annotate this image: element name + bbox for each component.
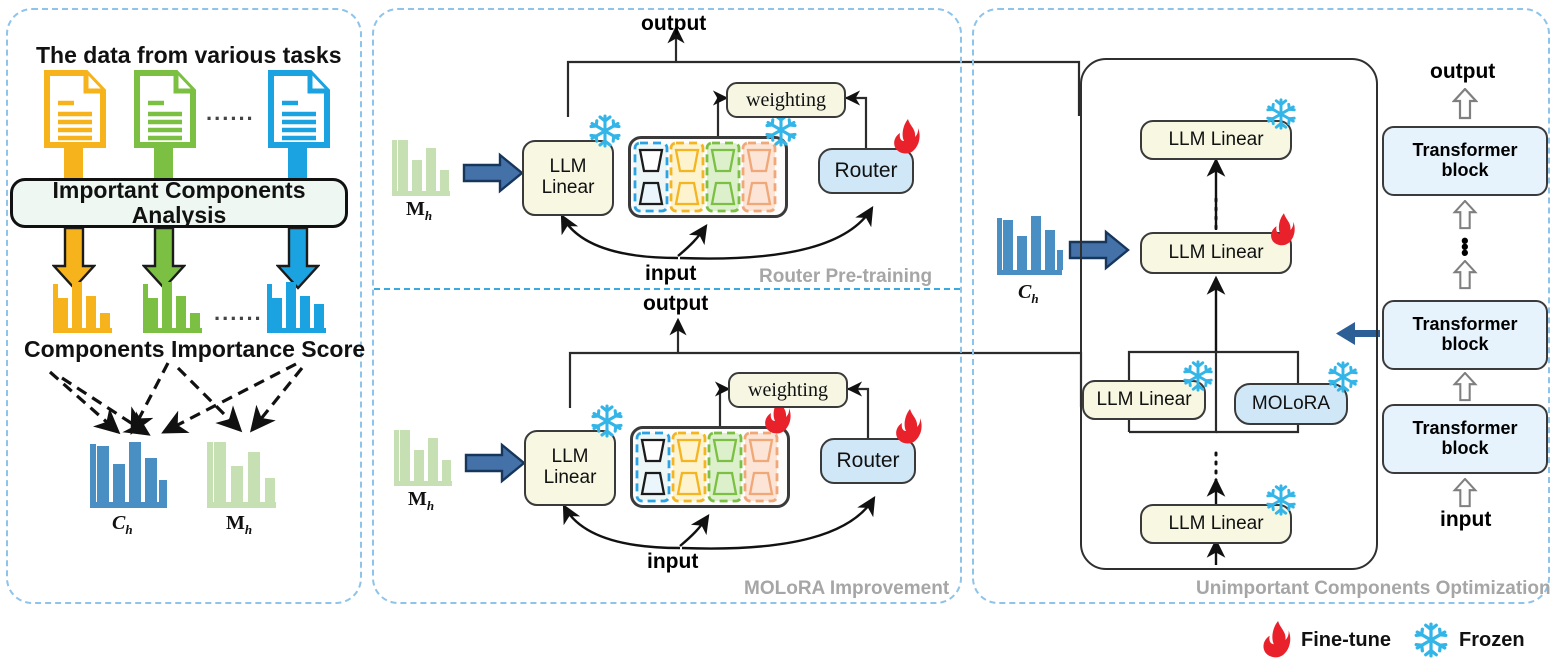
chart-ch [88,438,168,510]
flame-icon [1263,621,1291,658]
doc-stem-blue [288,145,307,179]
chart-ch-label: Ch [112,512,133,537]
mid-bottom-input-chart [392,426,454,488]
legend: Fine-tune Frozen [1262,620,1525,660]
score-chart-green [142,278,204,334]
transformer-block-top-line1: Transformer [1412,140,1518,161]
right-input-chart-label: Ch [1018,281,1039,306]
panel-data-analysis [6,8,362,604]
mid-bottom-expert-loras [635,431,779,503]
mid-bottom-llm-linear-line1: LLM [551,446,589,468]
score-chart-ellipsis: ...... [214,300,263,325]
transformer-block-bottom: Transformer block [1382,404,1548,474]
right-llm-linear-second-label: LLM Linear [1168,241,1264,263]
flame-icon [765,399,791,434]
mid-top-input-label: input [645,262,697,285]
task-doc-blue [268,70,330,148]
ica-arrow-blue [276,228,320,290]
ica-arrow-green [142,228,186,290]
mid-top-input-chart [390,136,452,198]
panel-middle [372,8,962,604]
right-llm-linear-residual-label: LLM Linear [1096,388,1192,410]
task-doc-green [134,70,196,148]
flame-icon [896,409,922,444]
right-input-chart [995,212,1063,278]
snowflake-icon [1266,484,1296,516]
mid-top-llm-linear-line2: Linear [541,177,595,198]
mid-bottom-llm-linear-line2: Linear [543,467,597,488]
mid-bottom-router-box: Router [820,438,916,484]
up-arrow-icon [1452,200,1478,230]
mid-top-llm-linear-line1: LLM [549,156,587,178]
flame-icon [1271,213,1295,246]
mid-bottom-input-label: input [647,550,699,573]
mid-bottom-panel-title: MOLoRA Improvement [744,578,950,599]
panel-right [972,8,1550,604]
middle-panel-separator [374,288,960,290]
right-llm-linear-top: LLM Linear [1140,120,1292,160]
snowflake-icon [589,114,621,148]
mid-top-router-box: Router [818,148,914,194]
chart-mh-label: Mh [226,512,253,537]
right-llm-linear-second: LLM Linear [1140,232,1292,274]
right-panel-title: Unimportant Components Optimization [1196,578,1551,599]
task-doc-yellow [44,70,106,148]
transformer-block-top-line2: block [1441,160,1489,180]
transformer-block-top: Transformer block [1382,126,1548,196]
up-arrow-icon [1452,478,1478,508]
snowflake-icon [1183,360,1213,392]
mid-top-blue-arrow [462,152,524,194]
right-molora-block: MOLoRA [1234,383,1348,425]
transformer-block-bottom-line2: block [1441,438,1489,458]
up-arrow-icon [1452,88,1478,120]
left-panel-heading: The data from various tasks [36,42,342,68]
right-llm-linear-bottom-label: LLM Linear [1168,512,1264,534]
mid-top-panel-title: Router Pre-training [759,266,933,287]
important-components-analysis-box: Important Components Analysis [10,177,348,228]
mid-bottom-llm-linear: LLM Linear [524,430,616,506]
mid-top-weighting-box: weighting [726,82,846,118]
chart-mh [205,438,277,510]
right-llm-linear-top-label: LLM Linear [1168,128,1264,150]
score-chart-blue [266,278,328,334]
snowflake-icon [1328,361,1358,393]
components-importance-score-label: Components Importance Score [24,336,366,362]
legend-label-frozen: Frozen [1459,628,1525,651]
snowflake-icon [1414,622,1448,658]
model-module-outline [1080,58,1378,570]
doc-stem-yellow [64,145,83,179]
legend-label-fine-tune: Fine-tune [1301,628,1391,651]
up-arrow-icon [1452,372,1478,402]
ica-arrow-yellow [52,228,96,290]
transformer-block-bottom-line1: Transformer [1412,418,1518,439]
mid-top-expert-loras [633,141,777,213]
task-doc-ellipsis: ...... [206,100,255,125]
right-input-label: input [1440,508,1492,531]
snowflake-icon [1266,98,1296,130]
mid-bottom-weighting-box: weighting [728,372,848,408]
mid-top-output-label: output [641,12,707,35]
transformer-block-middle-line1: Transformer [1412,314,1518,335]
right-llm-linear-residual: LLM Linear [1082,380,1206,420]
snowflake-icon [591,404,623,438]
snowflake-icon [765,113,797,147]
right-blue-arrow [1068,229,1130,271]
flame-icon [894,119,920,154]
doc-stem-green [154,145,173,179]
right-llm-linear-bottom: LLM Linear [1140,504,1292,544]
transformer-block-middle-line2: block [1441,334,1489,354]
mid-top-input-chart-label: Mh [406,198,433,223]
right-molora-block-label: MOLoRA [1251,392,1331,414]
mid-bottom-output-label: output [643,292,709,315]
right-output-label: output [1430,60,1496,83]
transformer-stack-vdots: ••• [1461,228,1469,265]
up-arrow-icon [1452,260,1478,290]
mid-bottom-blue-arrow [464,442,526,484]
mid-top-llm-linear: LLM Linear [522,140,614,216]
transformer-block-middle: Transformer block [1382,300,1548,370]
mid-bottom-input-chart-label: Mh [408,488,435,513]
score-chart-yellow [52,278,114,334]
